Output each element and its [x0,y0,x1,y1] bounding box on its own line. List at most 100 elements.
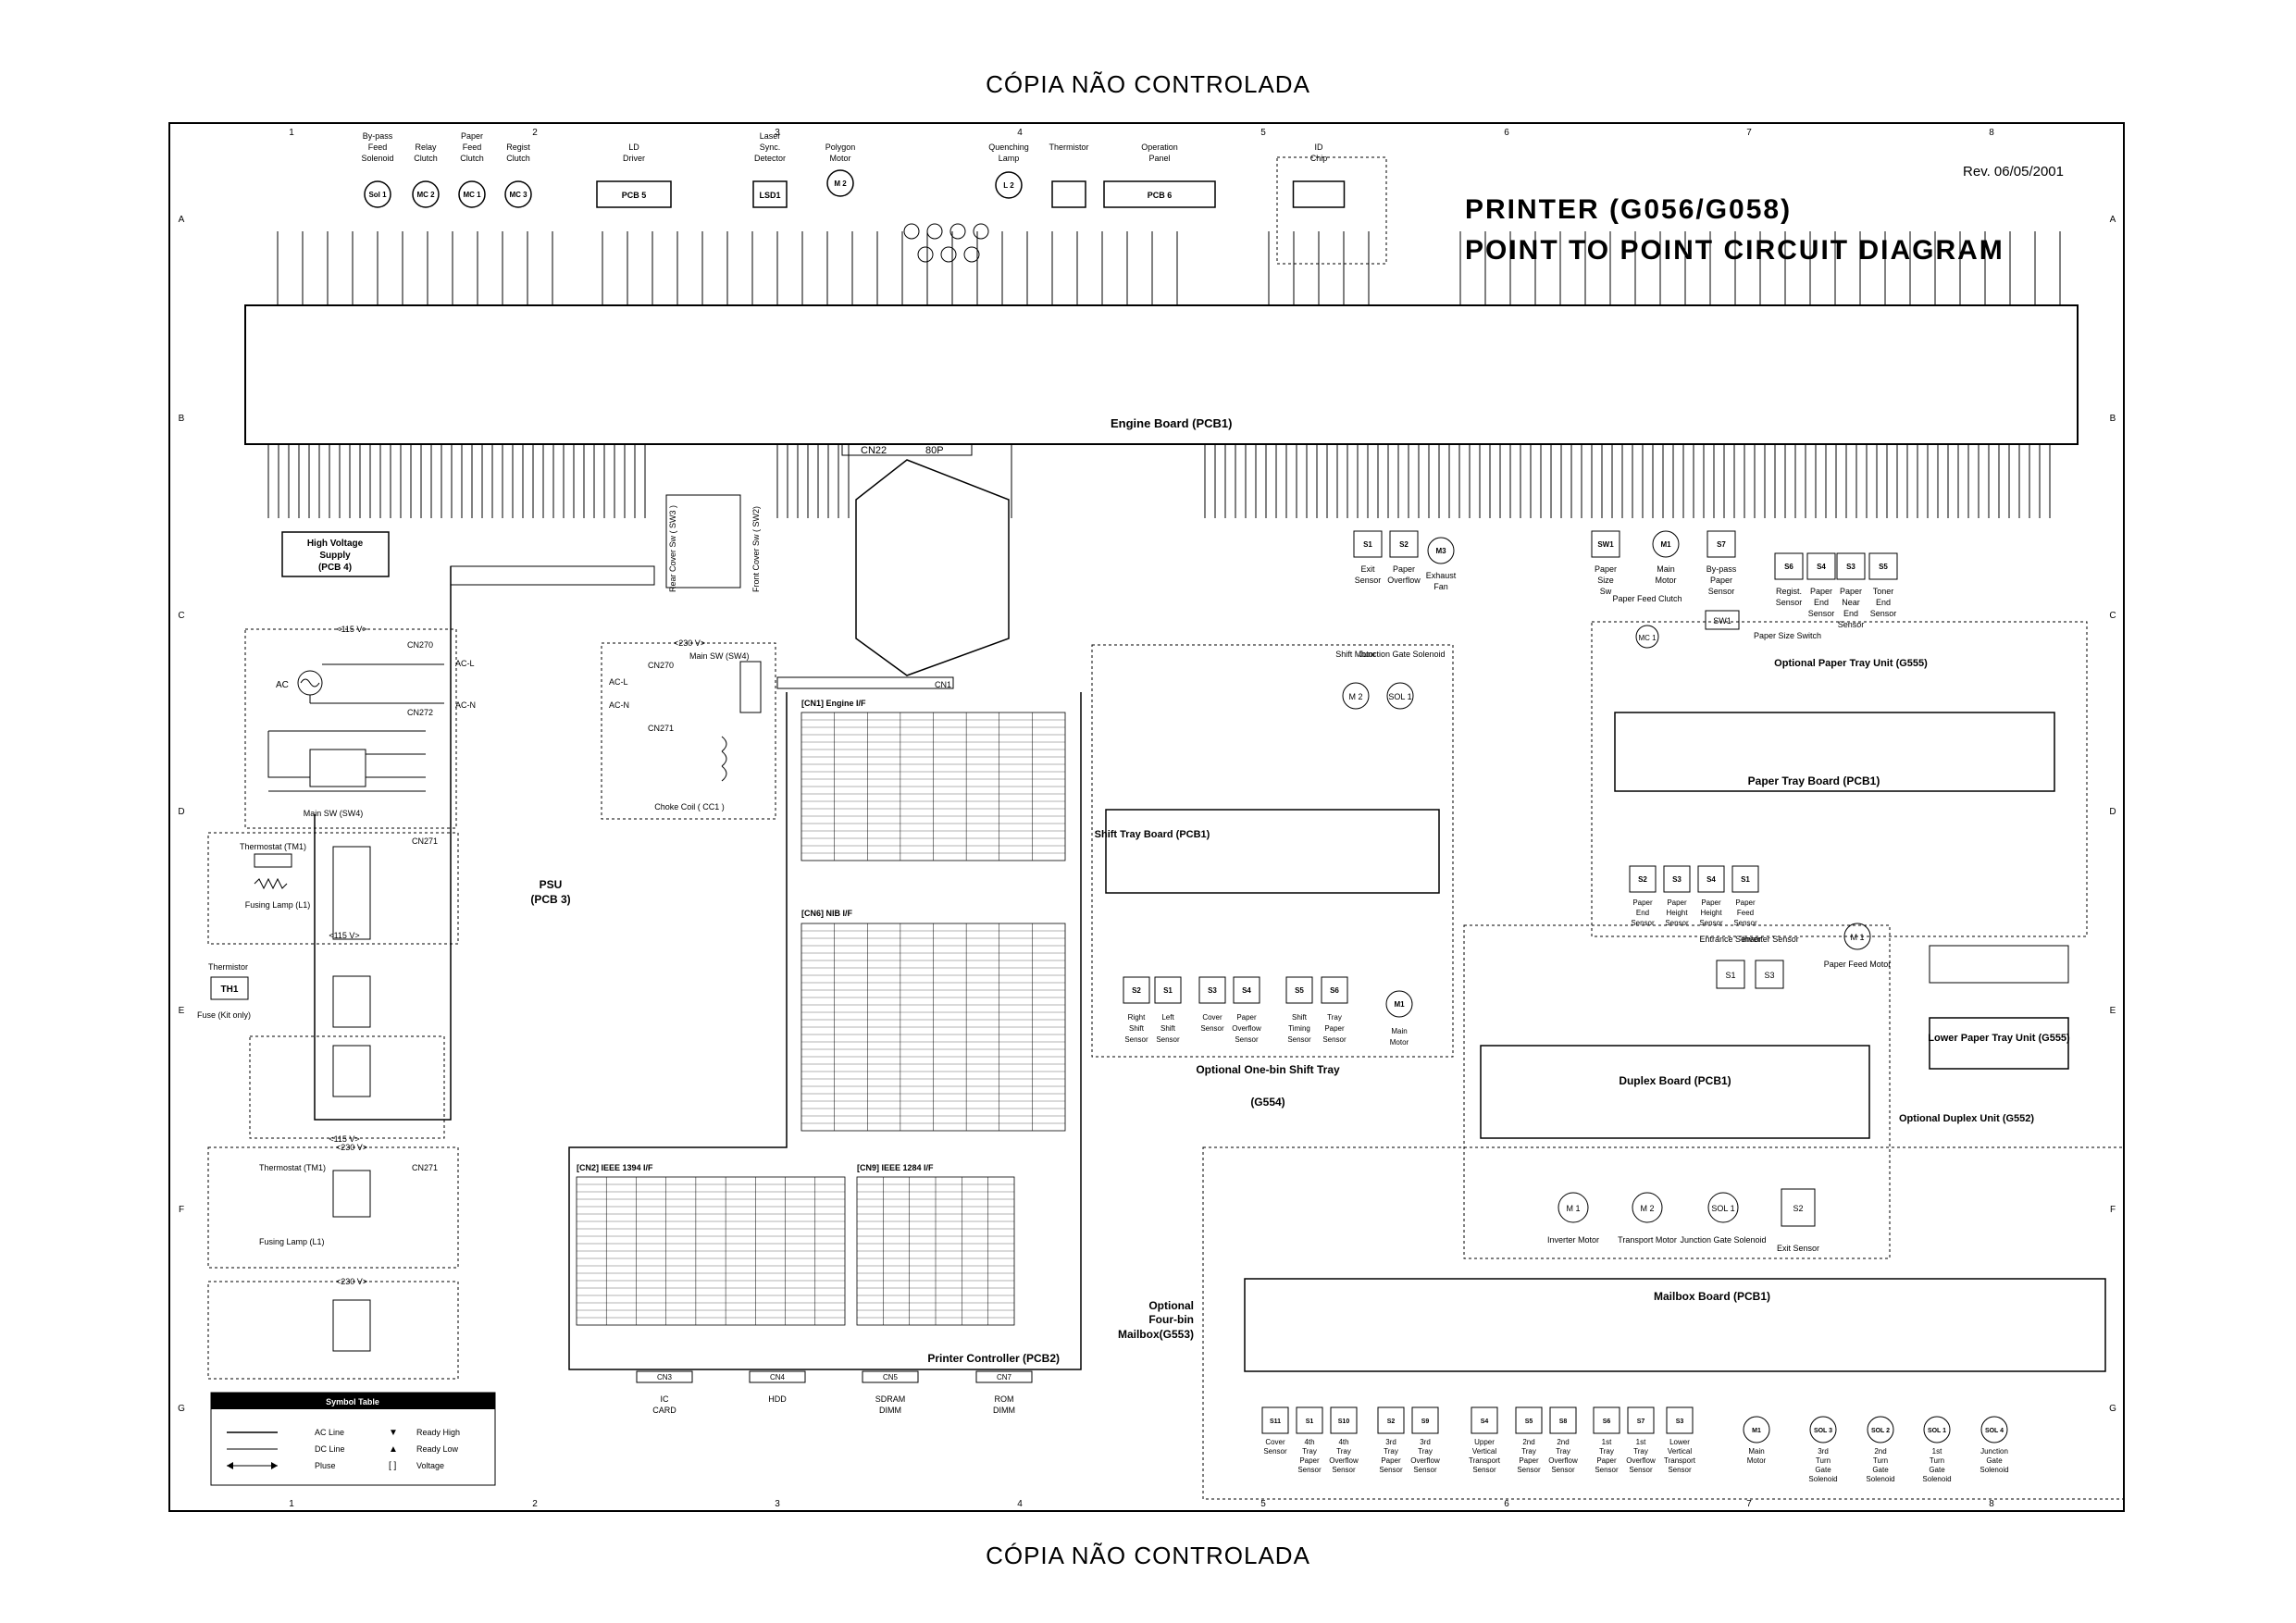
title-line-1: PRINTER (G056/G058) [1465,194,1792,225]
tray-item-symbol: S4 [1706,875,1716,884]
mailbox-item-label: Sensor [1413,1466,1437,1474]
fusing-box-230 [207,1146,459,1269]
tray-item-label: Height [1666,909,1688,917]
component-label: Driver [623,154,645,163]
shift-tray-board-label: Shift Tray Board (PCB1) [1095,829,1210,840]
shift-item-symbol: M1 [1394,1000,1405,1009]
mailbox-item-label: Turn [1816,1456,1831,1465]
shift-item-label: Sensor [1200,1024,1224,1033]
psu-label-2: (PCB 3) [530,893,570,906]
lower-paper-tray-box [1929,1017,2069,1070]
sensor-label: End [1876,598,1891,607]
sensor-label: Overflow [1387,576,1421,585]
mailbox-item-symbol: S7 [1637,1419,1645,1425]
tray-item-label: Sensor [1665,919,1689,927]
th1-icon [210,976,249,1000]
mailbox-actuator-icon [1809,1416,1837,1443]
grid-col-top: 3 [775,128,780,138]
sensor-label: Paper [1840,587,1862,596]
svg-text:S1: S1 [1725,971,1735,980]
component-label: Thermistor [1049,142,1088,152]
mailbox-actuator-icon [1867,1416,1894,1443]
svg-text:M 1: M 1 [1566,1204,1580,1213]
paper-feed-motor-icon [1843,923,1871,950]
mailbox-item-label: Transport [1664,1456,1696,1465]
fusing-lamp2-label: Fusing Lamp (L1) [259,1237,325,1246]
cn22-connector [841,443,973,456]
mailbox-board [1244,1278,2106,1372]
mailbox-sensor-icon [1377,1406,1405,1434]
svg-text:S3: S3 [1764,971,1774,980]
fusing-box-115 [207,832,459,945]
component-label: LD [628,142,639,152]
hv-label-3: (PCB 4) [318,563,352,573]
main-sw4-label: Main SW (SW4) [689,651,750,661]
component-label: Sync. [760,142,781,152]
shift-item-symbol: S6 [1330,986,1339,995]
mailbox-item-symbol: S8 [1559,1419,1568,1425]
sensor-label: Sensor [1870,609,1897,618]
engine-sensors: S1ExitSensorS2PaperOverflowM3ExhaustFanS… [1353,530,1898,629]
mailbox-item-label: Sensor [1668,1466,1692,1474]
shift-item-label: Sensor [1124,1035,1148,1044]
grid-row-right: C [2109,611,2116,621]
svg-text:M 2: M 2 [1640,1204,1654,1213]
mailbox-sensor-icon [1549,1406,1577,1434]
mailbox-item-label: Paper [1596,1456,1617,1465]
mailbox-item-label: Tray [1302,1447,1317,1456]
sensor-label: Near [1842,598,1860,607]
mailbox-item-label: Turn [1930,1456,1944,1465]
tray-sensor-icon [1629,865,1657,893]
tray-item-label: Paper [1701,898,1721,907]
rear-cover-switch-label: Rear Cover Sw ( SW3 ) [668,505,677,592]
grid-col-bottom: 5 [1260,1499,1266,1509]
drawing-frame [168,122,2125,1512]
entrance-sensor-label: Entrance Sensor [1699,935,1761,944]
shift-item-label: Sensor [1287,1035,1311,1044]
th-box [1051,180,1086,208]
mailbox-sensor-icon [1411,1406,1439,1434]
tray-item-symbol: S1 [1741,875,1750,884]
mailbox-unit-label-2: Four-bin [1148,1313,1194,1326]
grid-row-right: A [2110,215,2116,225]
sym-dc-line: DC Line [315,1444,345,1454]
paper-tray-sensors: S2PaperEndSensorS3PaperHeightSensorS4Pap… [1629,865,1759,927]
sensor-icon [1806,552,1836,580]
shift-item-label: Right [1128,1013,1146,1022]
cn22-label: CN22 [861,445,887,456]
pcb6-box [1103,180,1216,208]
id-chip-frame [1276,156,1387,265]
mailbox-actuator-icon [1923,1416,1951,1443]
shift-item-label: Cover [1202,1013,1222,1022]
sensor-label: Size [1597,576,1614,585]
sensor-label: End [1843,609,1858,618]
sensor-icon [1774,552,1804,580]
sensor-icon [1353,530,1383,558]
controller-connector-label: CN5 [883,1373,899,1381]
sensor-label: Exhaust [1426,571,1457,580]
sensor-symbol: S7 [1717,540,1726,549]
cn1-table-title: [CN1] Engine I/F [801,699,866,708]
entrance-sensor-icon [1716,960,1745,989]
shift-sensor-icon [1233,976,1260,1004]
v230-label-3: <230 V> [336,1277,367,1286]
grid-row-right: D [2109,807,2116,817]
sym-voltage: Voltage [416,1461,444,1470]
mailbox-actuator-icon [1743,1416,1770,1443]
component-label: Lamp [999,154,1020,163]
sensor-label: Regist. [1776,587,1802,596]
mailbox-item-label: Sensor [1263,1447,1287,1456]
mailbox-unit-label-3: Mailbox(G553) [1118,1328,1194,1341]
mailbox-item-label: Sensor [1551,1466,1575,1474]
shift-sensor-icon [1285,976,1313,1004]
mailbox-item-label: Paper [1519,1456,1539,1465]
fusing-lamp-label: Fusing Lamp (L1) [245,900,311,910]
component-symbol: PCB 5 [622,191,647,200]
grid-col-top: 4 [1017,128,1023,138]
mailbox-item-label: 3rd [1385,1438,1396,1446]
mc2-icon [412,180,440,208]
sym-ac-line: AC Line [315,1428,344,1437]
component-label: Solenoid [361,154,393,163]
sensor-symbol: S5 [1879,563,1888,571]
ac-input-230v-box [601,642,776,820]
